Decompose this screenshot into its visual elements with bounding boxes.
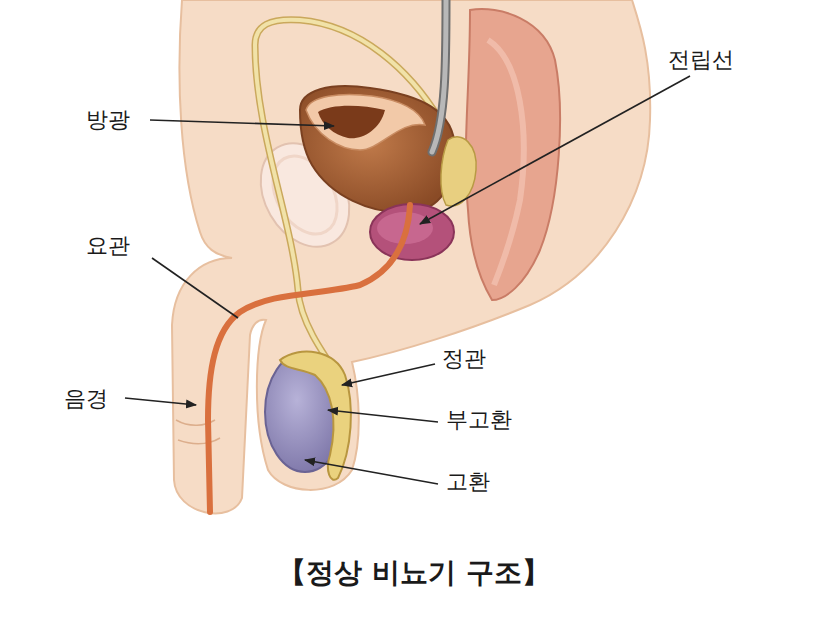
- vas-deferens-core: [255, 20, 465, 385]
- leader-lines: [125, 76, 690, 484]
- label-wrap: 정관: [442, 347, 486, 371]
- rectum-highlight: [488, 40, 524, 285]
- leader-line: [150, 120, 334, 126]
- caption-wrap: 【정상 비뇨기 구조】: [278, 558, 550, 589]
- ureter-tube: [432, 0, 446, 152]
- organ-label: 음경: [64, 387, 108, 411]
- caption: 【정상 비뇨기 구조】: [278, 558, 550, 589]
- organ-label: 방광: [86, 108, 130, 132]
- leader-line: [152, 258, 238, 318]
- epididymis: [280, 352, 351, 480]
- urethra: [208, 205, 410, 512]
- label-wrap: 요관: [86, 234, 130, 258]
- leader-line: [328, 410, 438, 422]
- label-wrap: 부고환: [446, 408, 512, 432]
- label-wrap: 방광: [86, 108, 130, 132]
- organ-label: 부고환: [446, 408, 512, 432]
- organ-label: 정관: [442, 347, 486, 371]
- ureter-tube-core: [432, 0, 446, 152]
- skin-fold: [176, 420, 220, 444]
- leader-line: [305, 460, 438, 484]
- organ-label: 전립선: [668, 48, 734, 72]
- bladder-cavity: [318, 106, 385, 139]
- label-wrap: 고환: [446, 470, 490, 494]
- body-silhouette: [172, 0, 650, 513]
- label-wrap: 음경: [64, 387, 108, 411]
- organ-label: 요관: [86, 234, 130, 258]
- leader-line: [125, 398, 196, 405]
- organ-label: 고환: [446, 470, 490, 494]
- bladder-wall: [306, 95, 425, 150]
- vas-deferens: [255, 20, 465, 385]
- leader-line: [420, 76, 690, 224]
- label-wrap: 전립선: [668, 48, 734, 72]
- leader-line: [342, 364, 435, 385]
